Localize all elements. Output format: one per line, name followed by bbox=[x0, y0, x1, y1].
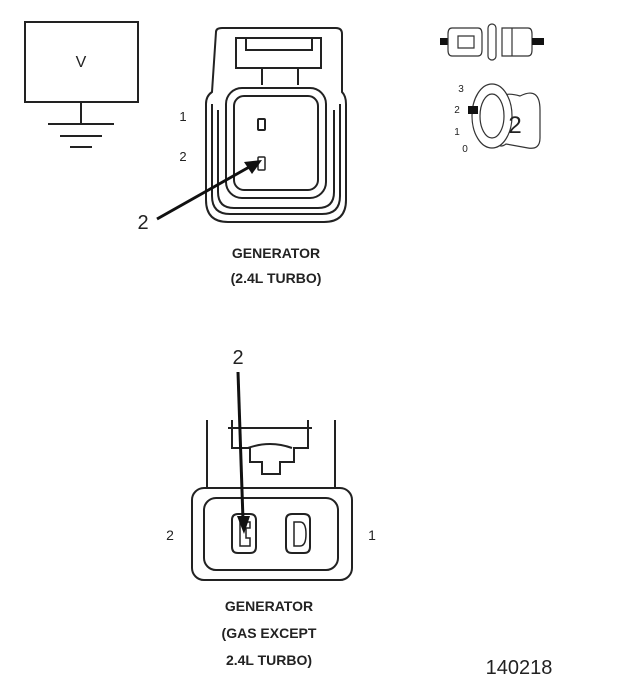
probe-tick-1: 1 bbox=[454, 127, 460, 138]
top-callout-label: 2 bbox=[137, 212, 148, 234]
top-pin-2-label: 2 bbox=[179, 149, 186, 164]
probe-number-label: 2 bbox=[508, 112, 521, 139]
top-connector bbox=[205, 27, 347, 223]
top-pin-1-label: 1 bbox=[179, 109, 186, 124]
bottom-pin-2-label: 2 bbox=[166, 527, 174, 543]
probe-tick-3: 3 bbox=[458, 84, 464, 95]
bottom-pin-1-label: 1 bbox=[368, 527, 376, 543]
probe-tick-2: 2 bbox=[454, 105, 460, 116]
bottom-caption-line1: GENERATOR bbox=[225, 598, 313, 614]
voltmeter-label: V bbox=[76, 54, 87, 71]
bottom-callout-arrow bbox=[236, 371, 250, 534]
bottom-caption-line2: (GAS EXCEPT bbox=[222, 625, 317, 641]
voltmeter-symbol bbox=[24, 21, 139, 148]
probe-dial-icon bbox=[468, 83, 541, 149]
top-caption-line2: (2.4L TURBO) bbox=[231, 270, 322, 286]
bottom-callout-label: 2 bbox=[232, 347, 243, 369]
figure-id: 140218 bbox=[486, 657, 553, 679]
bottom-caption-line3: 2.4L TURBO) bbox=[226, 652, 312, 668]
probe-icon bbox=[440, 23, 544, 61]
top-caption-line1: GENERATOR bbox=[232, 245, 320, 261]
bottom-connector bbox=[191, 420, 353, 581]
probe-tick-0: 0 bbox=[462, 144, 468, 155]
top-callout-arrow bbox=[156, 160, 262, 221]
